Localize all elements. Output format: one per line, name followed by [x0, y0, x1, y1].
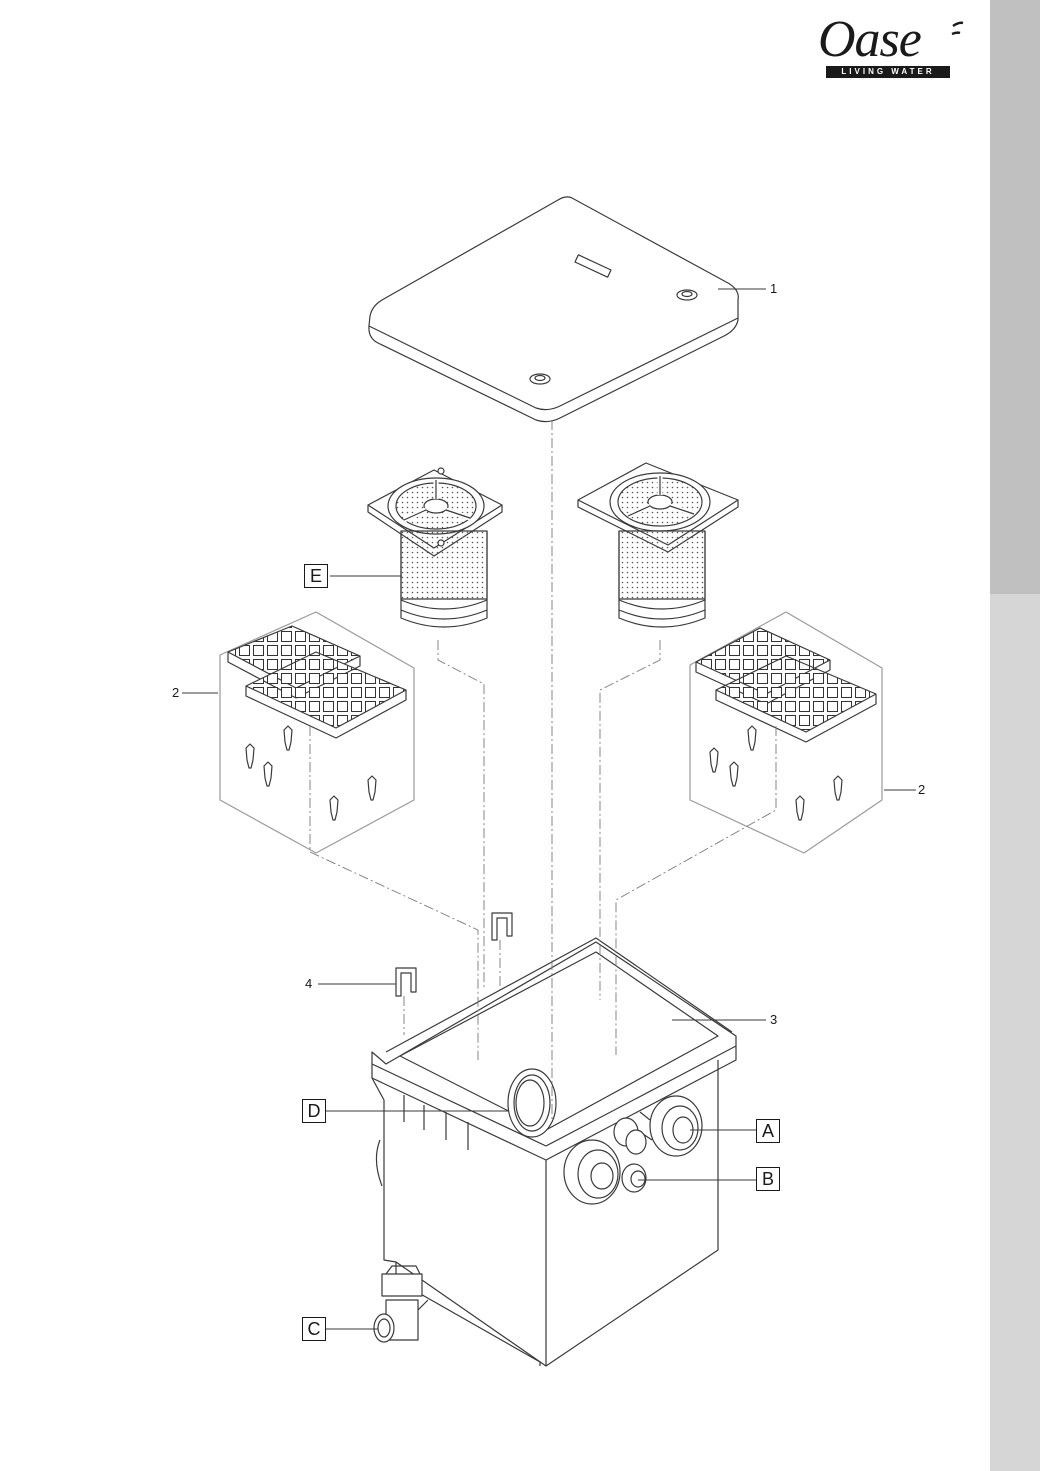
brand-wordmark: Oase — [818, 11, 922, 68]
callout-2-right: 2 — [918, 782, 926, 797]
drain-valve-c — [373, 1265, 429, 1343]
brand-spark-icon — [951, 21, 964, 36]
filter-basket-left — [367, 467, 503, 628]
label-d: D — [302, 1099, 326, 1123]
lid-part — [368, 196, 739, 423]
outlet-port-b — [563, 1139, 647, 1205]
grid-set-right — [689, 611, 883, 854]
outlet-port-a — [613, 1095, 703, 1157]
filter-box-body — [371, 937, 737, 1367]
assembly-guide-lines — [309, 420, 777, 1120]
inlet-port-d — [507, 1068, 557, 1138]
callout-4: 4 — [305, 976, 313, 991]
retaining-clip-lower — [395, 967, 417, 997]
brand-logo: Oase LIVING WATER — [812, 11, 964, 82]
brand-tagline: LIVING WATER — [826, 66, 950, 78]
callout-2-left: 2 — [172, 685, 180, 700]
label-a: A — [756, 1119, 780, 1143]
clip-icon — [245, 743, 255, 769]
label-c: C — [302, 1317, 326, 1341]
exploded-view-drawing — [182, 196, 916, 1367]
grid-set-left — [219, 611, 415, 854]
page-edge-tab — [990, 0, 1040, 1471]
page-edge-tab-highlight — [990, 0, 1040, 594]
callout-3: 3 — [770, 1012, 778, 1027]
label-e: E — [304, 564, 328, 588]
filter-basket-right — [577, 462, 739, 628]
callout-1: 1 — [770, 281, 778, 296]
retaining-clip-upper — [491, 912, 513, 941]
leader-lines — [182, 288, 916, 1330]
label-b: B — [756, 1167, 780, 1191]
